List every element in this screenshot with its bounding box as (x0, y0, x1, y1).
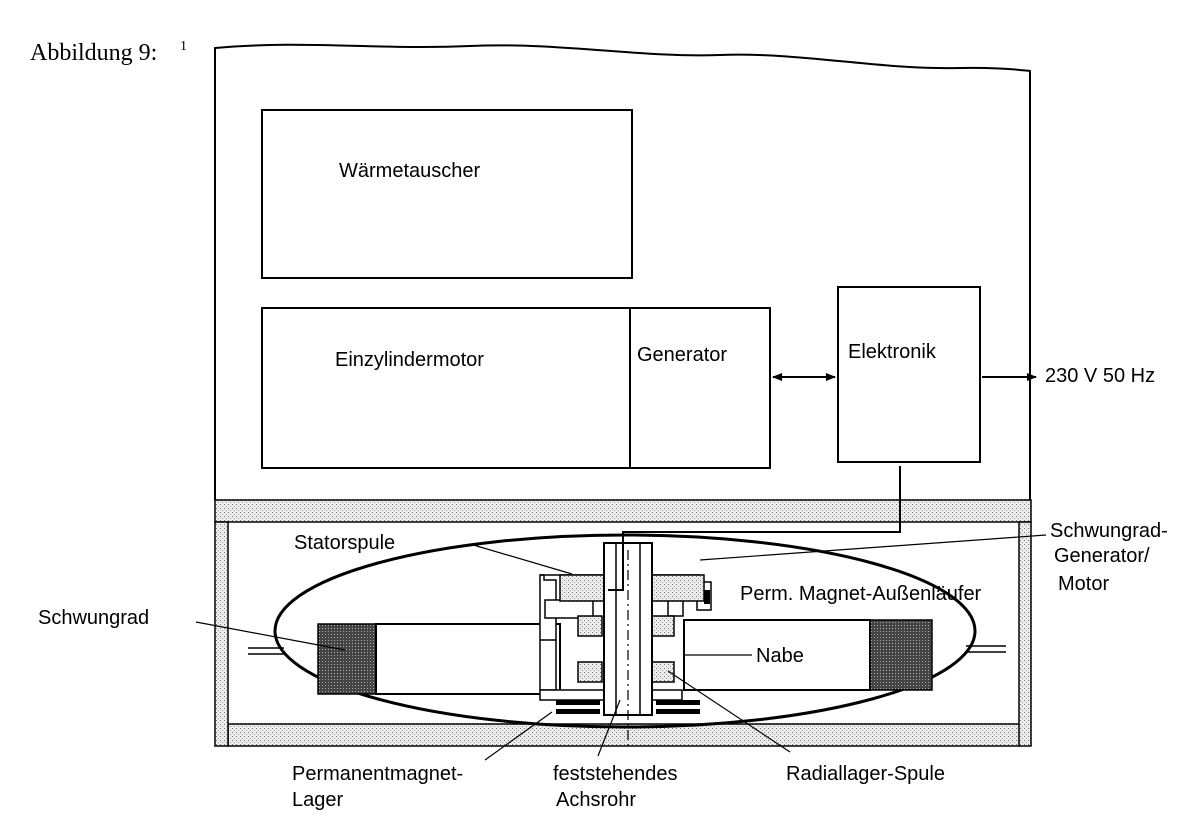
engine-label: Einzylindermotor (335, 349, 484, 371)
pm-bearing-left-2 (556, 709, 600, 714)
heat-exchanger-label: Wärmetauscher (339, 160, 480, 182)
axle-tube-outer (603, 542, 653, 716)
upper-housing-outline (214, 43, 1031, 500)
pm-bearing-left-1 (556, 700, 600, 705)
generator-label: Generator (637, 344, 727, 366)
flywheel-right-rim (869, 619, 933, 691)
radial-bearing-coil-label: Radiallager-Spule (786, 763, 945, 785)
radial-coil-1 (577, 615, 603, 637)
right-wall (1018, 521, 1032, 747)
top-plate (214, 499, 1032, 523)
radial-coil-2 (649, 615, 675, 637)
flywheel-generator-label-2: Generator/ (1054, 545, 1150, 567)
pm-bearing-right-2 (656, 709, 700, 714)
signal-cable (608, 466, 901, 591)
outer-rotor-bell (539, 574, 557, 691)
electronics-box (837, 286, 981, 463)
pm-bearing-right-1 (656, 700, 700, 705)
engine-box (261, 307, 771, 469)
figure-caption: Abbildung 9: (30, 40, 157, 66)
flywheel-left-hub (375, 623, 561, 695)
perm-magnet-rotor-label: Perm. Magnet-Außenläufer (740, 583, 982, 605)
left-wall (214, 521, 229, 747)
hub-label: Nabe (756, 645, 804, 667)
axle-label-2: Achsrohr (556, 789, 636, 811)
output-voltage-label: 230 V 50 Hz (1045, 365, 1155, 387)
footnote-mark: 1 (180, 39, 187, 54)
electronics-label: Elektronik (848, 341, 937, 363)
heat-exchanger-box (261, 109, 633, 279)
stator-coil-right (651, 574, 705, 602)
flywheel-label: Schwungrad (38, 607, 149, 629)
flywheel-generator-label-3: Motor (1058, 573, 1109, 595)
pm-bearing-label-1: Permanentmagnet- (292, 763, 463, 785)
flywheel-generator-label-1: Schwungrad- (1050, 520, 1168, 542)
pm-bearing-label-2: Lager (292, 789, 343, 811)
stator-coil-label: Statorspule (294, 532, 395, 554)
axle-label-1: feststehendes (553, 763, 678, 785)
vacuum-enclosure (273, 533, 977, 729)
radial-coil-3 (577, 661, 603, 683)
flywheel-left-rim (317, 623, 377, 695)
